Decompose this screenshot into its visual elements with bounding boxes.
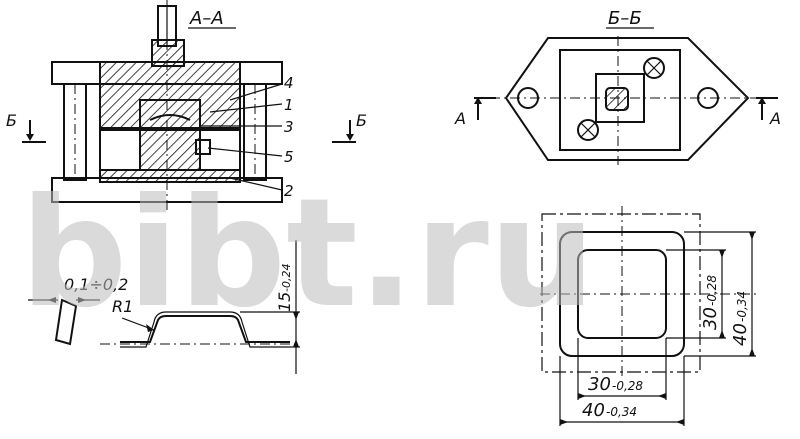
height-value: 15 (275, 292, 294, 312)
outer-height-tol: -0,34 (735, 291, 749, 322)
section-bb-title: Б–Б (608, 8, 642, 29)
part-profile (120, 315, 290, 343)
punch-holder (99, 83, 241, 129)
gap-label: 0,1÷0,2 (64, 275, 128, 294)
callout-4: 4 (284, 74, 294, 92)
pin (195, 139, 211, 155)
cut-label-a-left: А (454, 109, 466, 128)
punch (139, 99, 201, 129)
callout-2: 2 (284, 182, 294, 200)
callout-5: 5 (284, 148, 294, 166)
callout-1: 1 (284, 96, 294, 114)
radius-label: R1 (112, 297, 133, 316)
inner-height-tol: -0,28 (705, 275, 719, 306)
outer-width-tol: -0,34 (606, 405, 637, 419)
section-aa-view: Б Б А–А 4 1 3 5 2 (6, 0, 367, 210)
cut-label-left: Б (6, 111, 17, 130)
punch-section (605, 87, 629, 111)
inner-width-tol: -0,28 (612, 379, 643, 393)
section-aa-title: А–А (189, 8, 224, 29)
screw-top (643, 57, 665, 79)
die-plate (559, 49, 681, 151)
part-profile-view: R1 0,1÷0,2 15 -0,24 (28, 240, 300, 374)
outer-width-value: 40 (582, 400, 605, 421)
height-tolerance: -0,24 (280, 264, 293, 292)
outer-height-value: 40 (730, 323, 751, 346)
strip-outline (541, 213, 701, 373)
gap-detail (54, 298, 78, 346)
callout-3: 3 (284, 118, 294, 136)
callouts: 4 1 3 5 2 (200, 74, 294, 200)
screw-bottom (577, 119, 599, 141)
section-bb-view: Б–Б А А (454, 8, 781, 165)
inner-height-value: 30 (700, 307, 721, 330)
watermark: bibt.ru (20, 167, 596, 341)
cut-label-a-right: А (769, 109, 781, 128)
inner-width-value: 30 (588, 374, 611, 395)
blank-plan-view: 30 -0,28 40 -0,34 30 -0,28 40 -0,34 (540, 206, 760, 426)
cut-label-right: Б (356, 111, 367, 130)
